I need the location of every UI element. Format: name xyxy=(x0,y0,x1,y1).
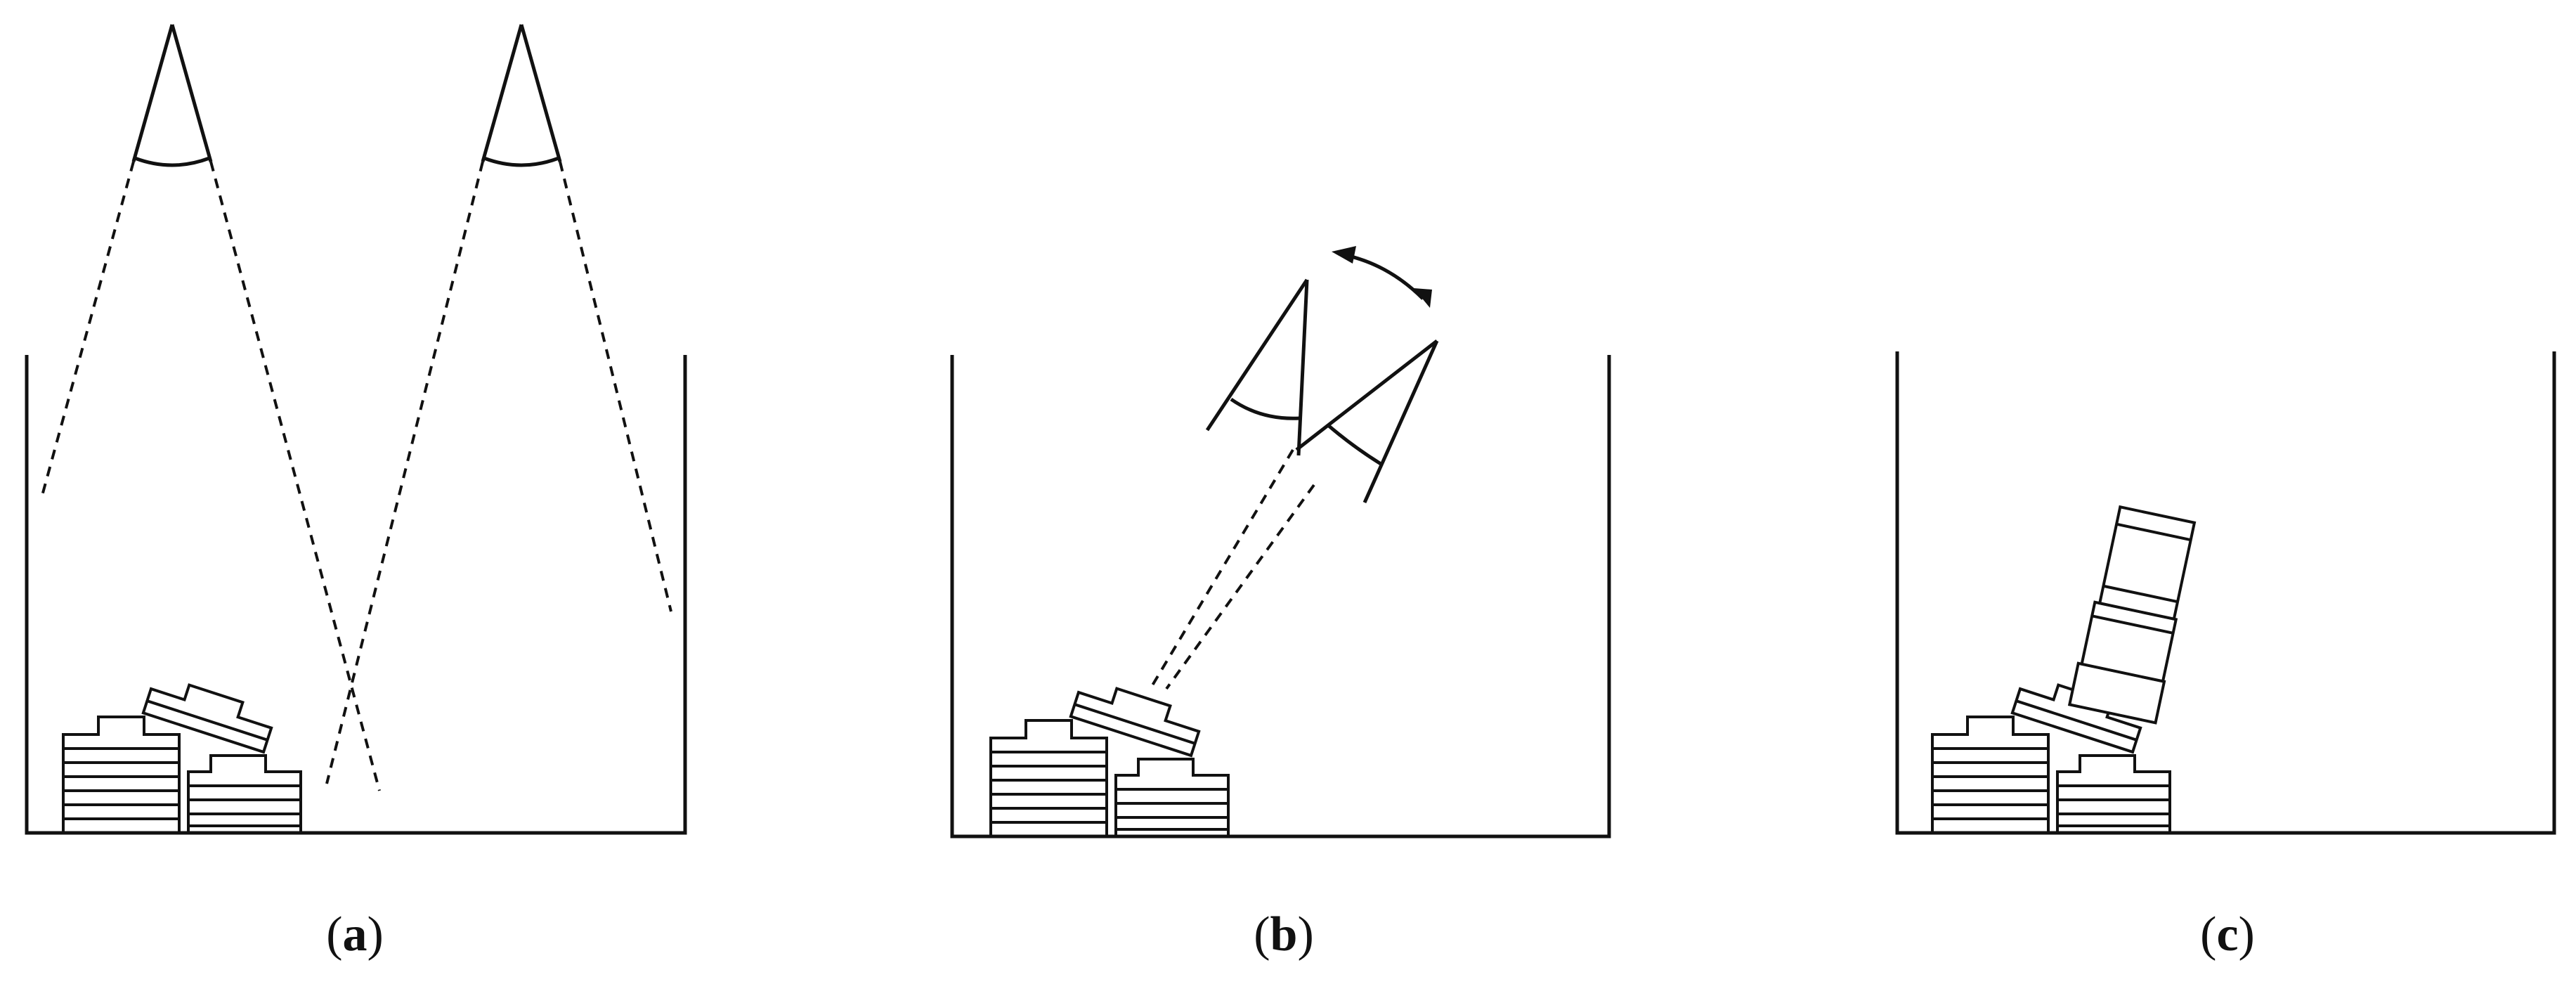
bin-b xyxy=(950,355,1611,839)
camera-2 xyxy=(325,24,672,784)
caption-c: (c) xyxy=(2200,907,2255,962)
bin-c xyxy=(1895,351,2556,835)
panel-a xyxy=(25,24,687,835)
caption-a: (a) xyxy=(326,907,384,962)
bin-a xyxy=(25,355,687,835)
gripper-arm xyxy=(2067,505,2197,725)
panel-b xyxy=(950,246,1611,839)
camera-1 xyxy=(41,24,381,791)
rotation-arrow xyxy=(1332,246,1432,308)
camera-moving-2 xyxy=(1165,339,1439,690)
caption-b: (b) xyxy=(1254,907,1314,962)
panel-c xyxy=(1895,351,2556,835)
camera-moving-1 xyxy=(1151,278,1309,687)
